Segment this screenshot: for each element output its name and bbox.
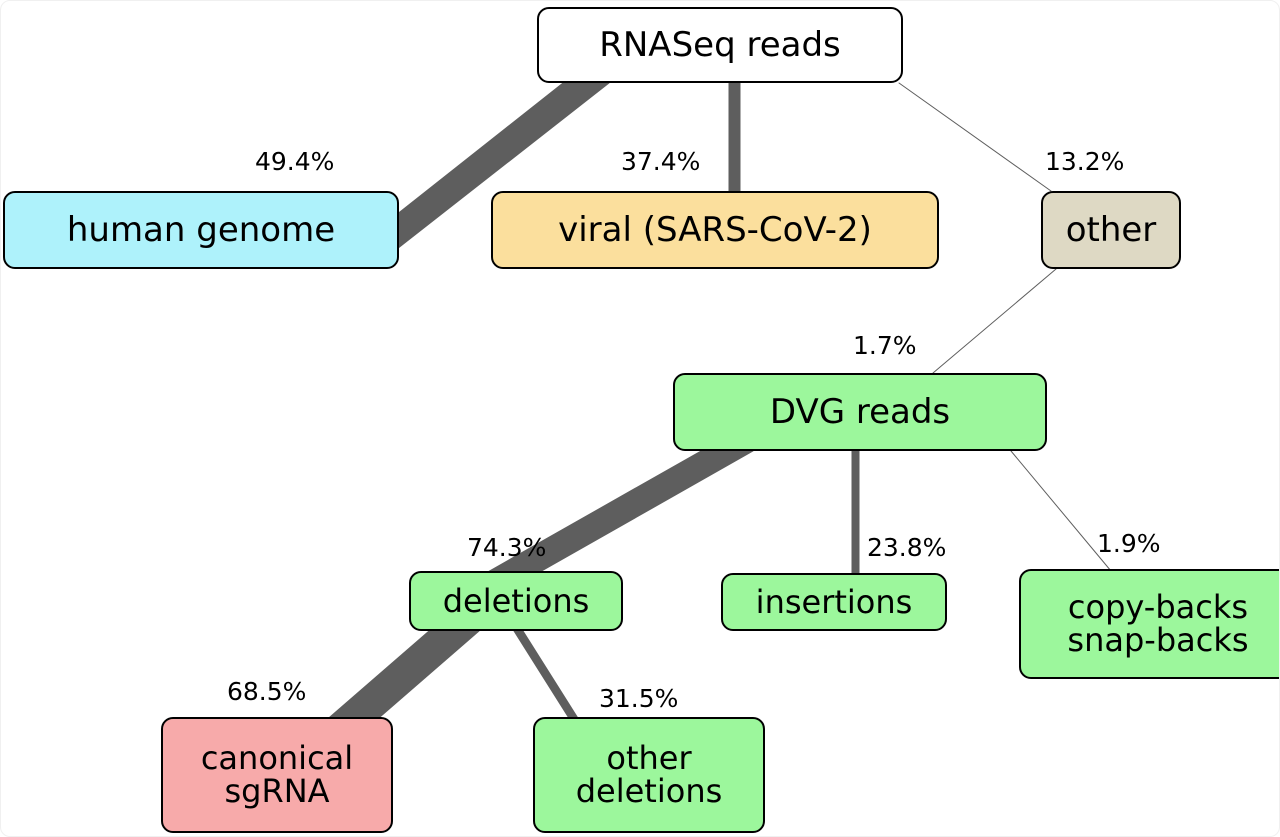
edge-rnaseq-other — [898, 82, 1052, 192]
node-copybacks[interactable]: copy-backs snap-backs — [1019, 569, 1279, 679]
node-insertions[interactable]: insertions — [721, 573, 947, 631]
node-label: other — [1065, 209, 1157, 250]
node-canonical[interactable]: canonical sgRNA — [161, 717, 393, 833]
edge-deletions-otherdel — [513, 630, 582, 724]
edge-label-dvg-copybacks: 1.9% — [1097, 529, 1161, 558]
edge-label-dvg-deletions: 74.3% — [467, 533, 547, 562]
node-other[interactable]: other — [1041, 191, 1181, 269]
node-label: copy-backs snap-backs — [1067, 588, 1249, 659]
node-dvg[interactable]: DVG reads — [673, 373, 1047, 451]
node-deletions[interactable]: deletions — [409, 571, 623, 631]
node-label: canonical sgRNA — [200, 739, 354, 810]
edge-label-rnaseq-human: 49.4% — [255, 147, 335, 176]
node-otherdel[interactable]: other deletions — [533, 717, 765, 833]
node-viral[interactable]: viral (SARS-CoV-2) — [491, 191, 939, 269]
node-label: insertions — [755, 582, 913, 621]
edge-other-dvg — [932, 268, 1057, 374]
node-label: RNASeq reads — [599, 24, 841, 65]
edge-label-other-dvg: 1.7% — [853, 331, 917, 360]
node-rnaseq[interactable]: RNASeq reads — [537, 7, 903, 83]
edge-label-rnaseq-viral: 37.4% — [621, 147, 701, 176]
edge-label-rnaseq-other: 13.2% — [1045, 147, 1125, 176]
edge-label-deletions-otherdel: 31.5% — [599, 684, 679, 713]
node-label: DVG reads — [769, 391, 951, 432]
edge-dvg-insertions — [851, 450, 860, 574]
node-label: other deletions — [575, 739, 723, 810]
edge-deletions-canonical — [322, 630, 480, 724]
edge-label-deletions-canonical: 68.5% — [227, 677, 307, 706]
node-label: viral (SARS-CoV-2) — [558, 209, 872, 250]
node-human[interactable]: human genome — [3, 191, 399, 269]
node-label: deletions — [442, 581, 590, 620]
node-label: human genome — [66, 209, 336, 250]
edge-rnaseq-viral — [728, 82, 741, 192]
edge-label-dvg-insertions: 23.8% — [867, 533, 947, 562]
edge-dvg-copybacks — [1010, 450, 1112, 572]
